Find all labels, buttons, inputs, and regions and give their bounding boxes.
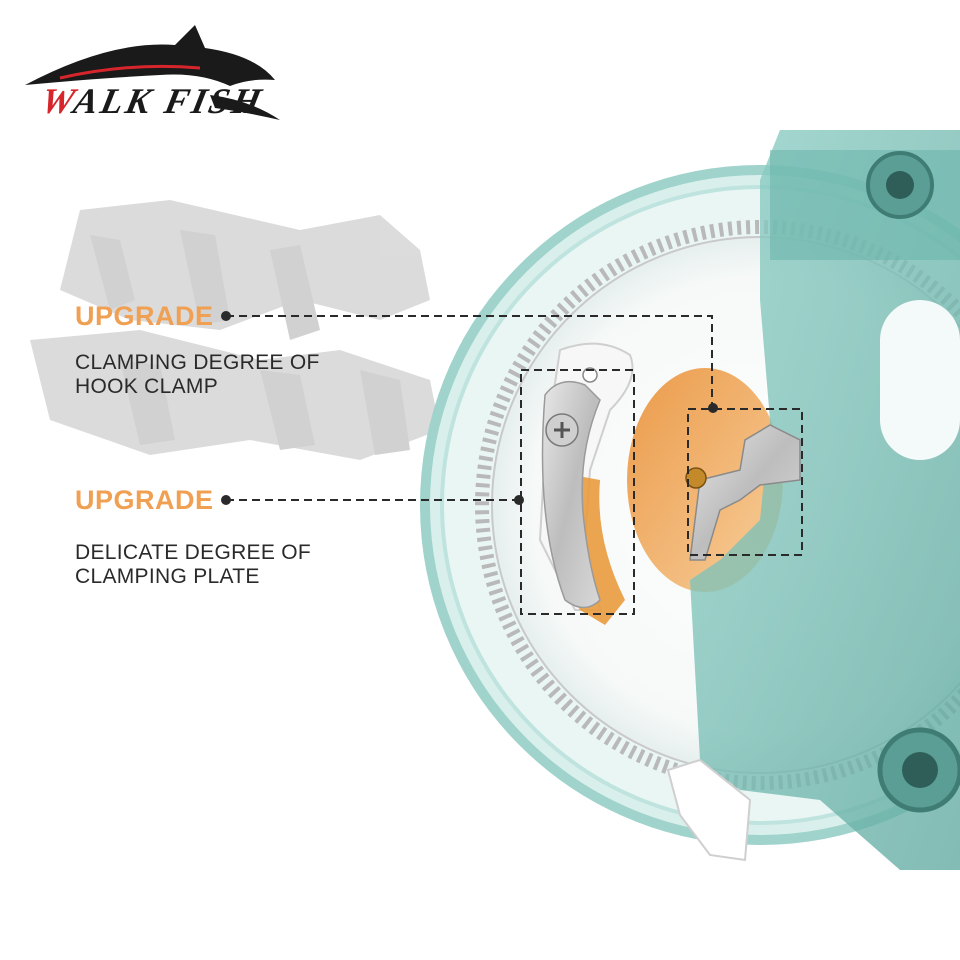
metal-jaw — [689, 424, 801, 561]
highlight-box-plate — [520, 369, 635, 615]
screw-icon — [545, 413, 579, 447]
brand-logo-text: WALK FISH — [38, 80, 268, 122]
leader-line-1 — [221, 311, 718, 413]
callout-1-title: UPGRADE — [75, 301, 214, 331]
housing-window — [880, 300, 960, 460]
brand-logo-rest: ALK FISH — [70, 81, 268, 121]
callout-1-description: CLAMPING DEGREE OF HOOK CLAMP — [75, 351, 320, 398]
housing-panel — [770, 150, 960, 260]
jaw-screw — [685, 467, 707, 489]
line-winder-device — [420, 130, 960, 870]
highlight-box-clamp — [687, 408, 803, 556]
release-tab — [666, 758, 752, 862]
walk-watermark — [30, 200, 440, 460]
shark-logo-icon — [25, 25, 280, 120]
leader-line-2 — [221, 495, 524, 505]
callout-2-title: UPGRADE — [75, 485, 214, 515]
callout-2-description: DELICATE DEGREE OF CLAMPING PLATE — [75, 541, 312, 588]
pin-hole — [582, 367, 598, 383]
